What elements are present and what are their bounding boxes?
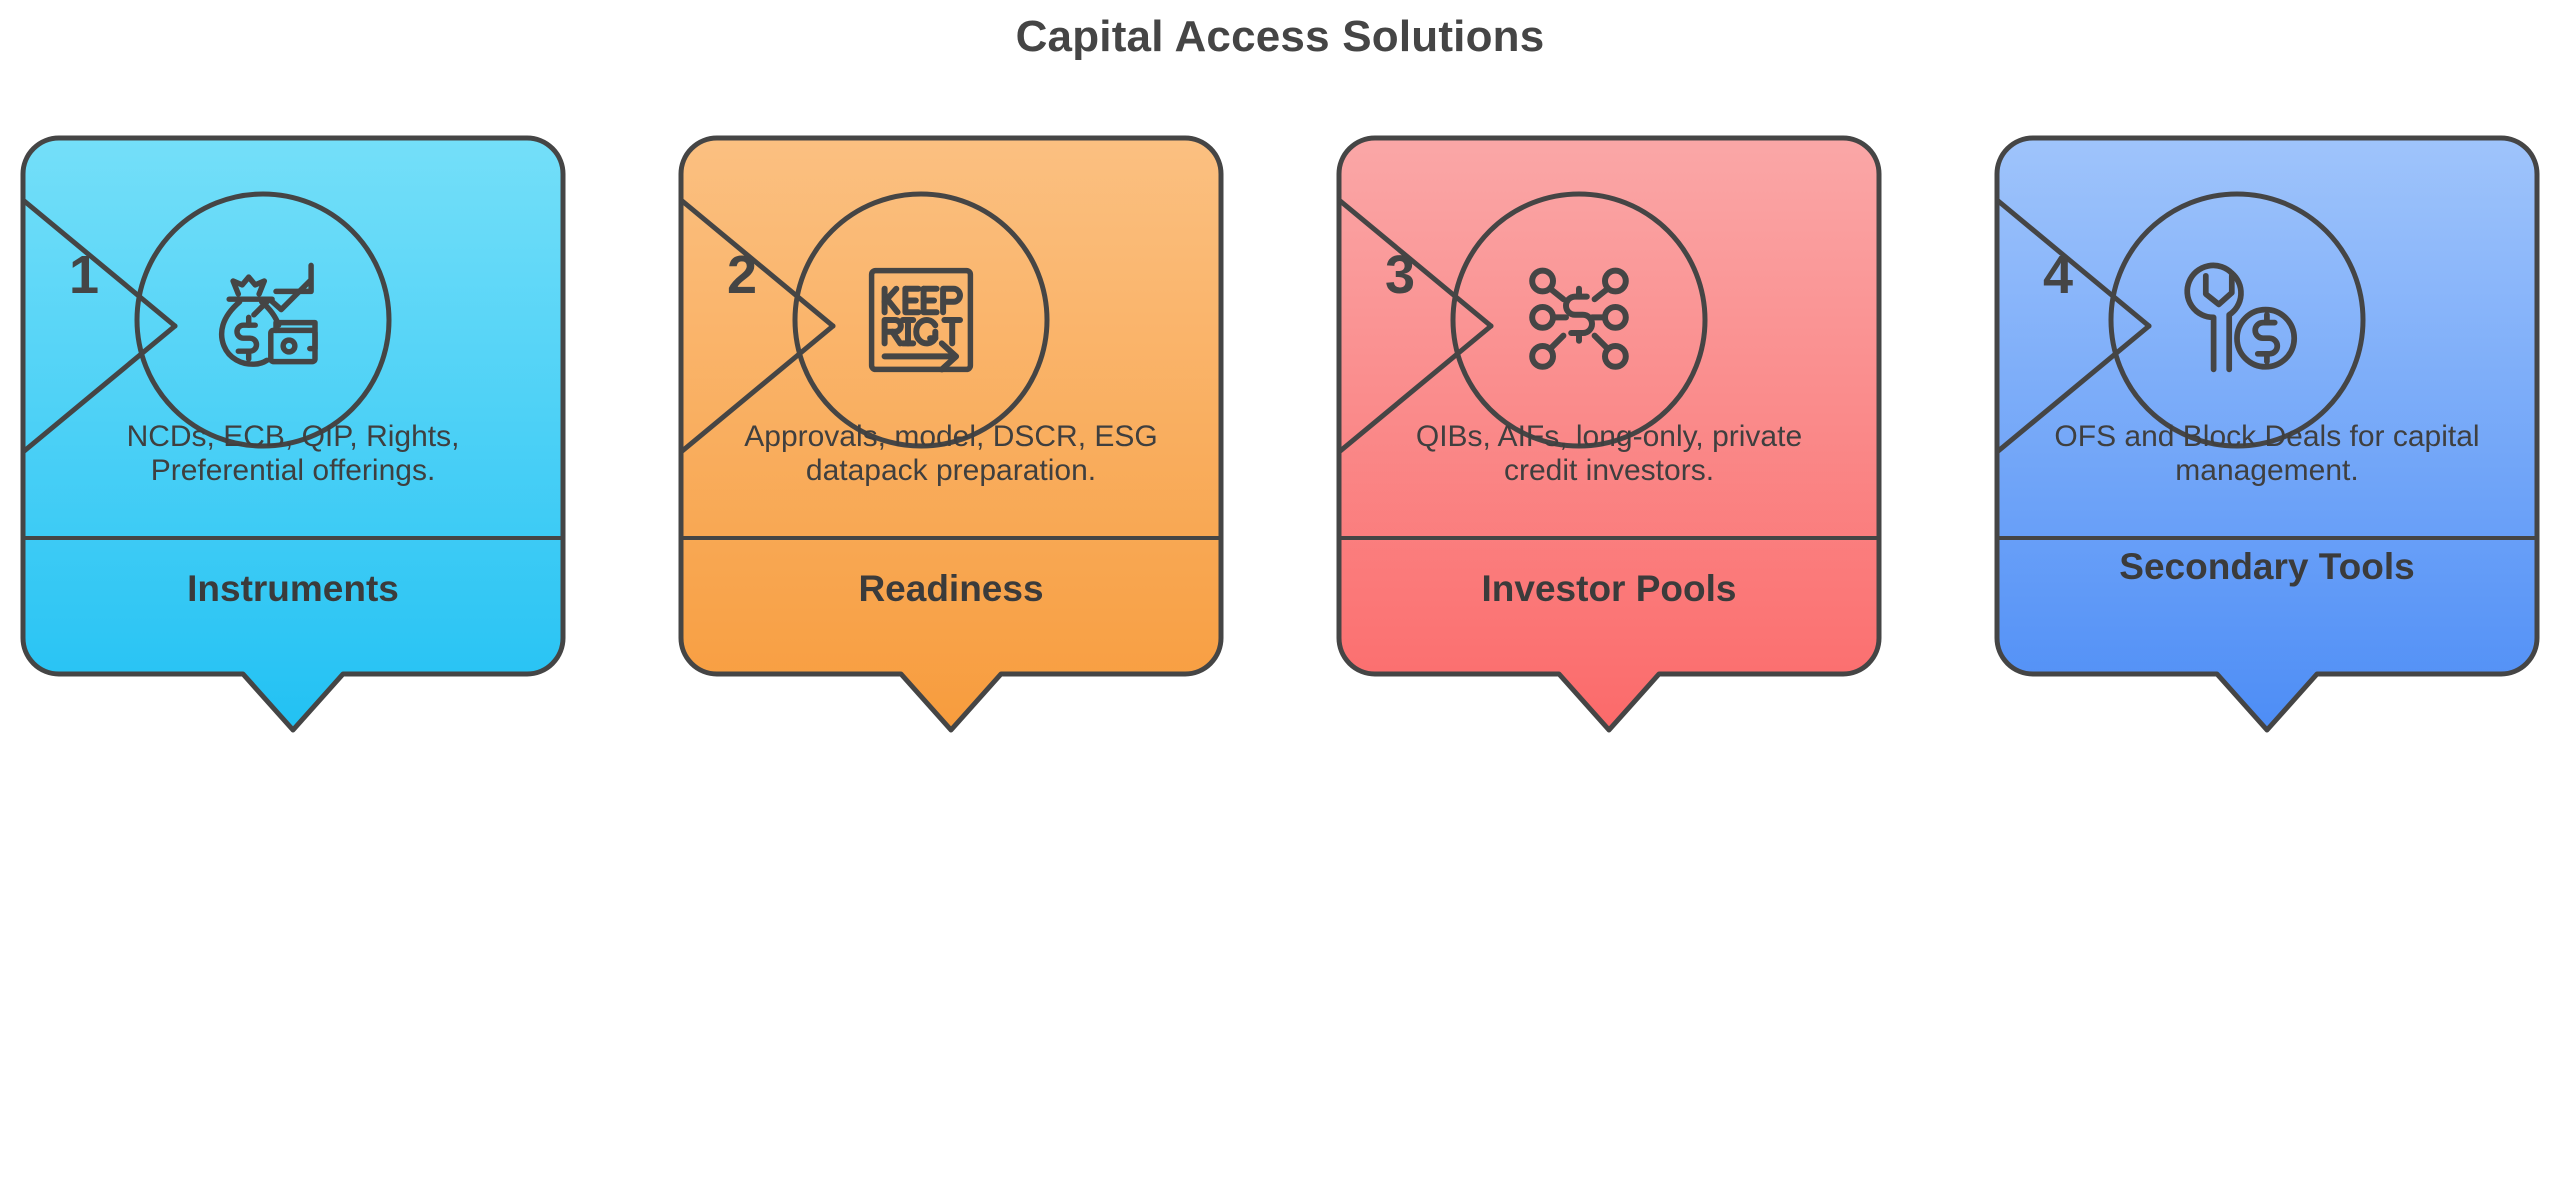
cards-row: 1 NCDs, ECB, QIP, Rights, Preferential o…: [0, 135, 2560, 1138]
card-1-number: 1: [68, 245, 100, 305]
card-3[interactable]: 3 QIBs, AIFs, long-only, private cred: [1336, 135, 1882, 733]
card-4-number: 4: [2042, 245, 2074, 305]
card-2-number: 2: [726, 245, 758, 305]
card-3-label: Investor Pools: [1481, 568, 1737, 609]
card-2-label: Readiness: [858, 568, 1044, 609]
card-1-shape: [20, 135, 566, 733]
card-4-description: OFS and Block Deals for capital manageme…: [2054, 420, 2480, 487]
money-bag-growth-icon: [173, 230, 353, 410]
keep-right-sign-icon: [831, 230, 1011, 410]
card-2[interactable]: 2 Approvals, model, D: [678, 135, 1224, 733]
card-1-label: Instruments: [187, 568, 399, 609]
card-4-shape: [1994, 135, 2540, 733]
card-3-number: 3: [1384, 245, 1416, 305]
card-3-description: QIBs, AIFs, long-only, private credit in…: [1415, 420, 1803, 487]
investor-network-dollar-icon: [1489, 230, 1669, 410]
card-3-shape: [1336, 135, 1882, 733]
card-2-description: Approvals, model, DSCR, ESG datapack pre…: [744, 420, 1158, 487]
wrench-dollar-coin-icon: [2147, 230, 2327, 410]
card-1-description: NCDs, ECB, QIP, Rights, Preferential off…: [126, 420, 460, 487]
card-2-shape: [678, 135, 1224, 733]
page-title: Capital Access Solutions: [1015, 12, 1545, 61]
card-4[interactable]: 4 OFS and Block Deals for capital manage…: [1994, 135, 2540, 733]
card-1[interactable]: 1 NCDs, ECB, QIP, Rights, Preferential o…: [20, 135, 566, 733]
card-4-label: Secondary Tools: [2119, 546, 2415, 587]
